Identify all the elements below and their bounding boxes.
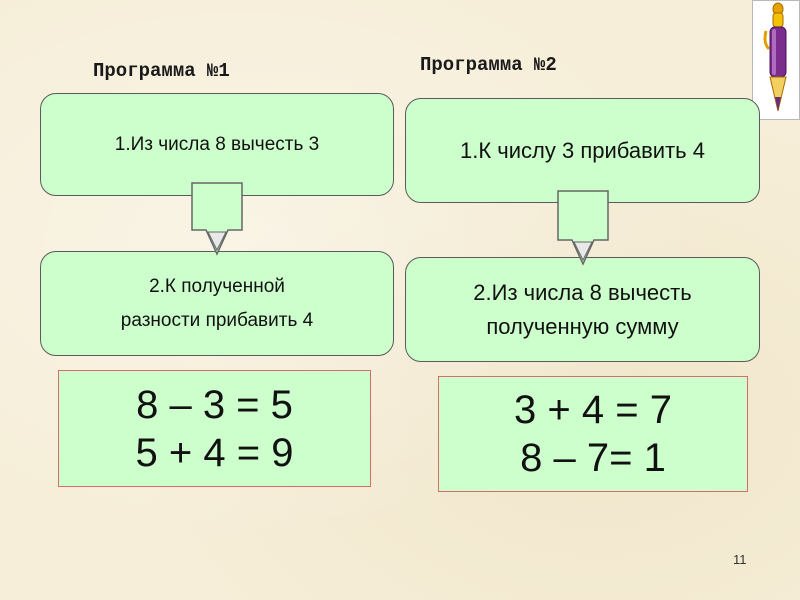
program1-result-box: 8 – 3 = 5 5 + 4 = 9 (58, 370, 371, 487)
program1-title: Программа №1 (93, 60, 230, 82)
page-number: 11 (733, 552, 747, 567)
pen-icon (753, 1, 799, 119)
program1-result-line2: 5 + 4 = 9 (136, 429, 294, 477)
program2-step2-line2: полученную сумму (486, 310, 678, 344)
program2-step1-text: 1.К числу 3 прибавить 4 (460, 138, 705, 164)
program2-result-box: 3 + 4 = 7 8 – 7= 1 (438, 376, 748, 492)
program1-result-line1: 8 – 3 = 5 (136, 381, 293, 429)
program1-step2-line2: разности прибавить 4 (121, 304, 313, 338)
program2-step2-box: 2.Из числа 8 вычесть полученную сумму (405, 257, 760, 362)
program2-down-arrow-icon (552, 188, 614, 270)
program1-step1-text: 1.Из числа 8 вычесть 3 (115, 134, 319, 156)
program2-result-line1: 3 + 4 = 7 (514, 386, 672, 434)
program1-down-arrow-icon (186, 180, 248, 260)
pen-decoration-frame (752, 0, 800, 120)
program2-step2-line1: 2.Из числа 8 вычесть (473, 276, 691, 310)
program2-title: Программа №2 (420, 54, 557, 76)
program1-step2-line1: 2.К полученной (149, 270, 285, 304)
program1-step2-box: 2.К полученной разности прибавить 4 (40, 251, 394, 356)
program2-result-line2: 8 – 7= 1 (520, 434, 666, 482)
